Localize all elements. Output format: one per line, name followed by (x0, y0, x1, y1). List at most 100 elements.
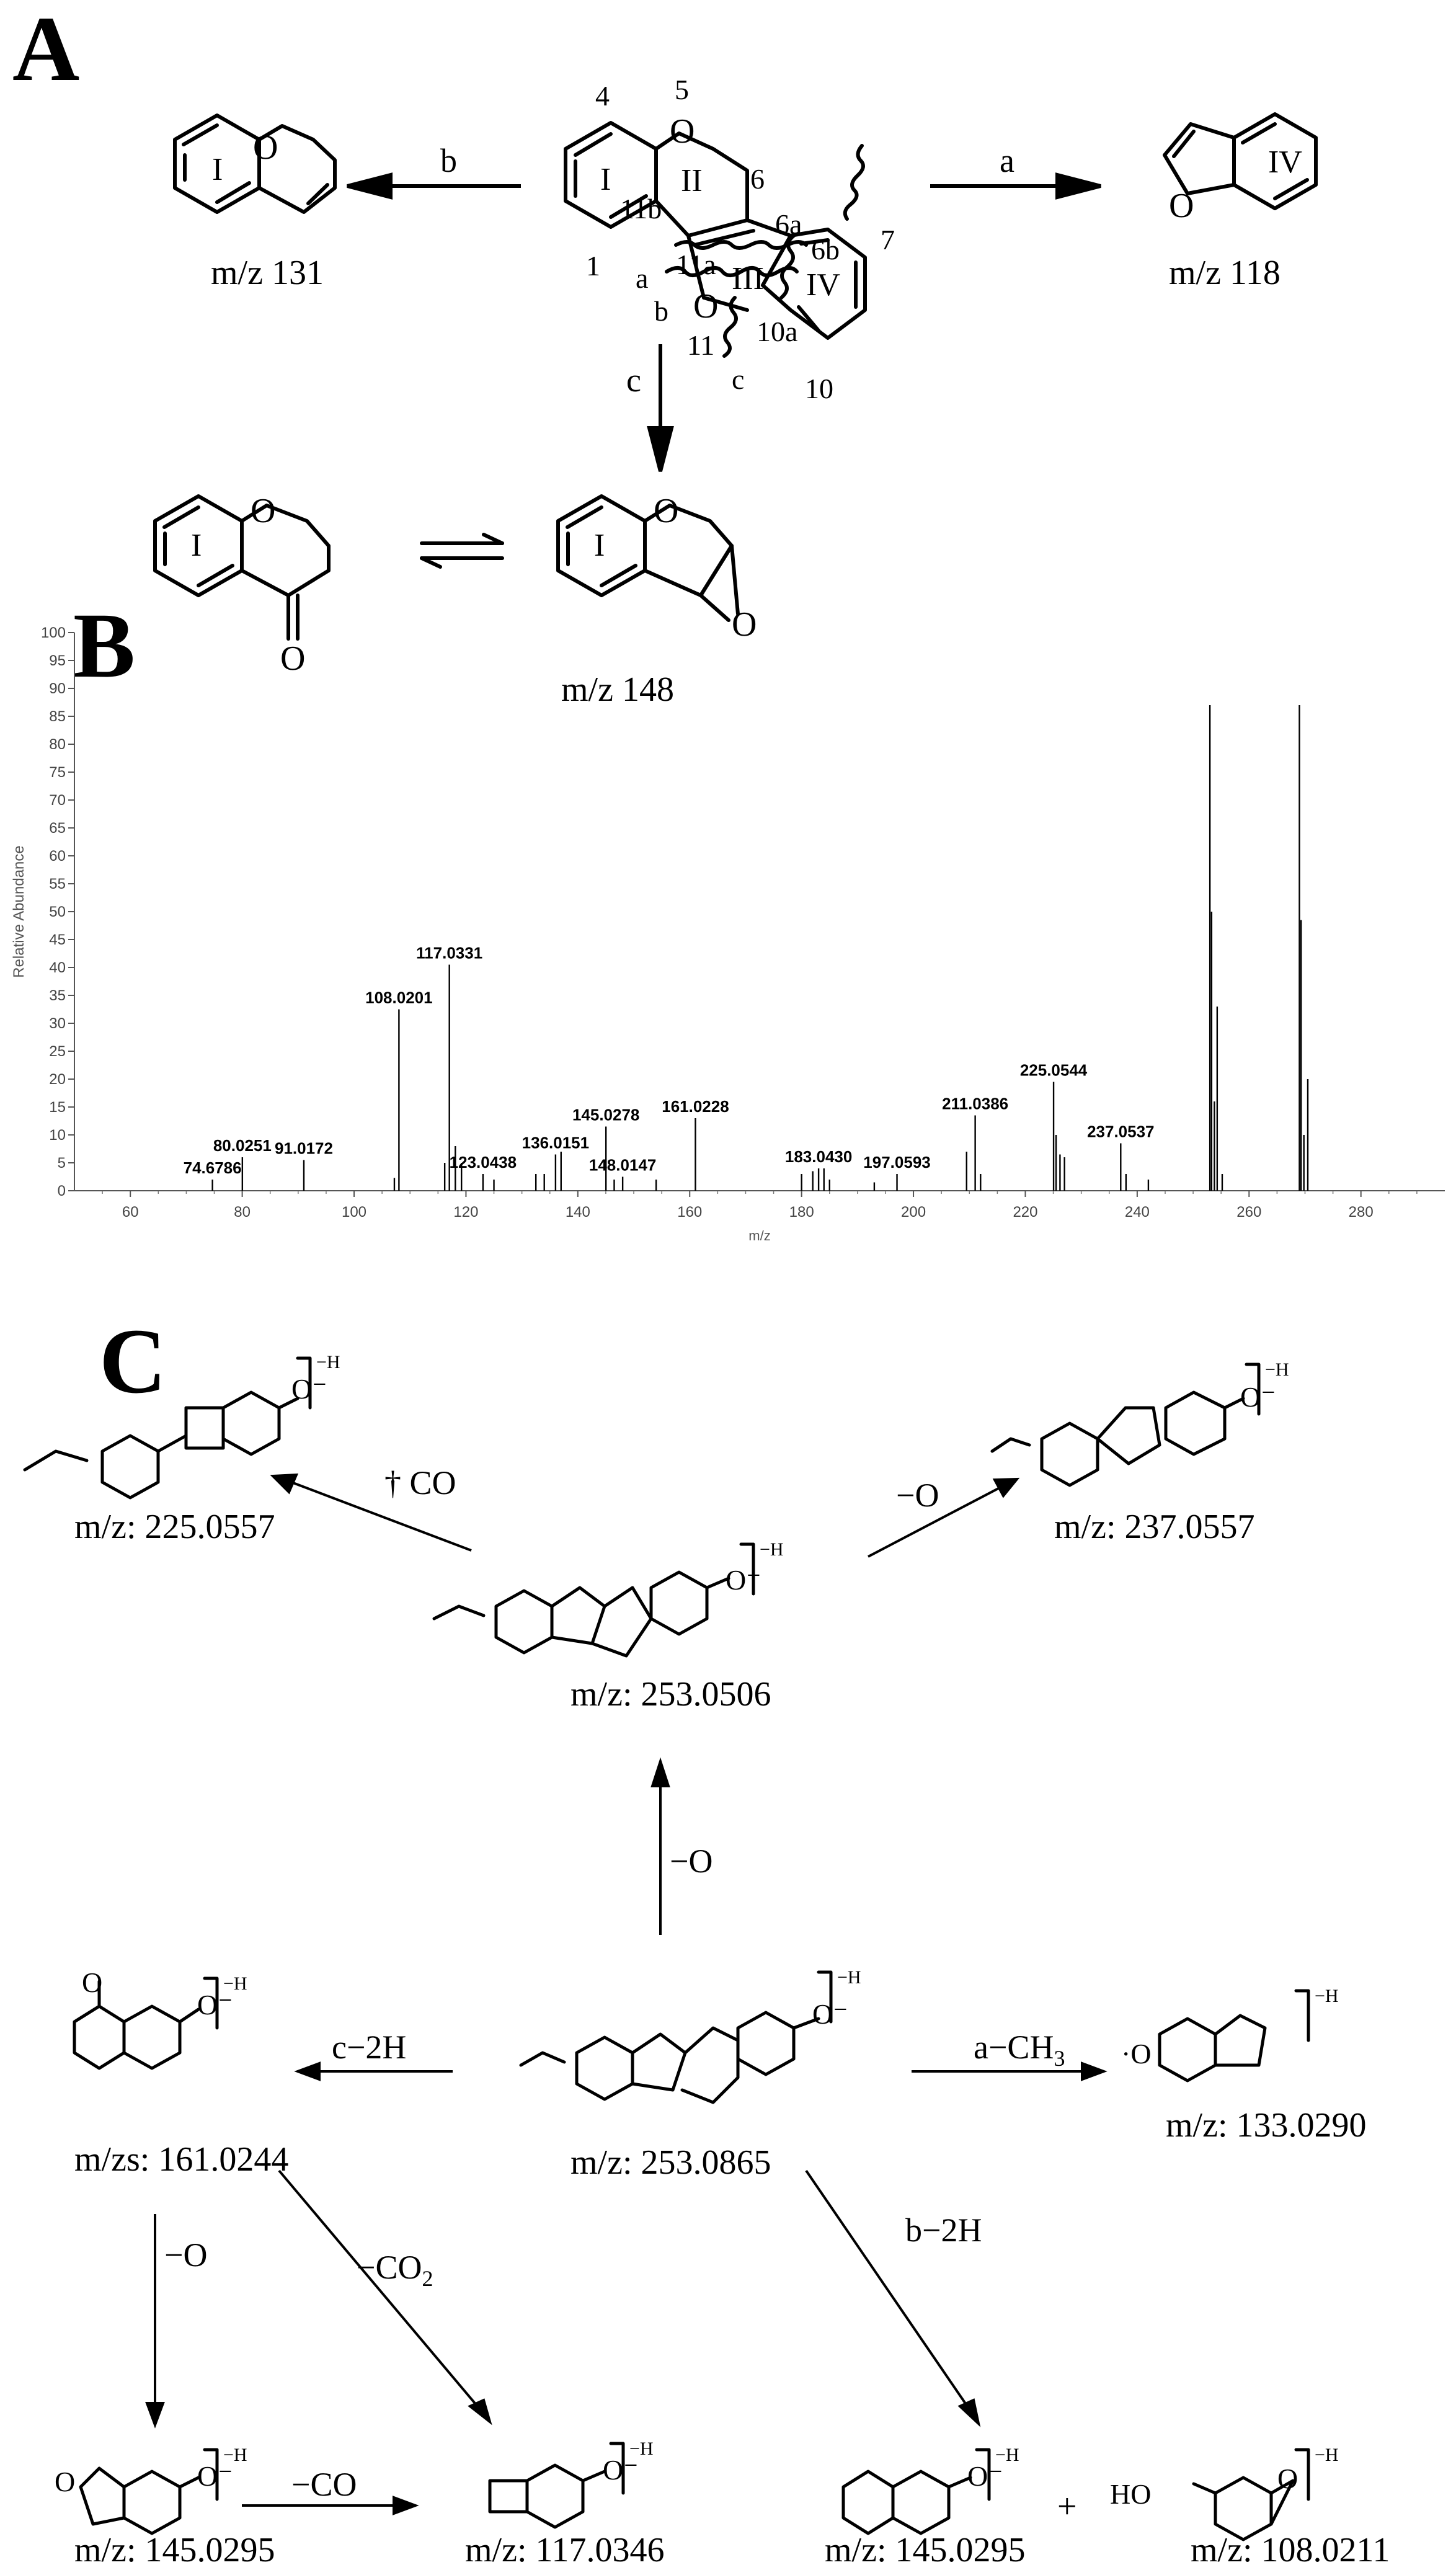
minus-h-145b: −H (995, 2445, 1019, 2465)
mz-131-label: m/z 131 (211, 254, 324, 292)
o-minus-161: O⁻ (197, 1989, 233, 2021)
benzofuran-structure (1163, 112, 1318, 210)
panel-label-c: C (99, 1310, 167, 1413)
x-tick-label: 100 (342, 1204, 366, 1221)
mz-237-label: m/z: 237.0557 (1054, 1508, 1255, 1546)
o-minus-145b: O⁻ (967, 2460, 1003, 2492)
cleavage-line-b (665, 266, 799, 277)
ring-label-IV-right: IV (1268, 145, 1302, 180)
radical-o-133: ·O (1121, 2038, 1152, 2070)
y-tick-label: 40 (49, 959, 66, 976)
y-tick-label: 50 (49, 904, 66, 920)
atom-num-6a: 6a (775, 208, 802, 240)
atom-num-7: 7 (881, 224, 895, 256)
minus-h-108: −H (1315, 2445, 1339, 2465)
x-tick-label: 240 (1125, 1204, 1150, 1221)
peak-label: 183.0430 (785, 1147, 852, 1166)
peak-label: 108.0201 (365, 989, 432, 1007)
mz-117-label: m/z: 117.0346 (465, 2531, 665, 2569)
structure-145a (79, 2466, 200, 2535)
mass-spectrum-chart: 0510152025303540455055606570758085909510… (11, 625, 1445, 1243)
x-tick-label: 200 (901, 1204, 926, 1221)
y-axis-title: Relative Abundance (11, 845, 27, 978)
x-tick-label: 180 (789, 1204, 814, 1221)
mz-161-label: m/zs: 161.0244 (74, 2140, 289, 2179)
benzofuran-oxygen: O (1169, 187, 1194, 225)
atom-num-5: 5 (675, 74, 689, 105)
y-tick-label: 90 (49, 680, 66, 697)
peak-label: 197.0593 (863, 1153, 930, 1172)
y-tick-label: 10 (49, 1127, 66, 1144)
mz-118-label: m/z 118 (1169, 254, 1281, 292)
structure-133 (1158, 2014, 1267, 2083)
mz-148-label: m/z 148 (561, 670, 674, 709)
y-tick-label: 100 (41, 625, 66, 641)
x-axis-title: m/z (748, 1228, 770, 1243)
atom-num-11a: 11a (676, 249, 716, 280)
x-tick-label: 280 (1349, 1204, 1374, 1221)
minus-h-237: −H (1265, 1359, 1289, 1380)
peak-label: 80.0251 (213, 1136, 272, 1155)
atom-num-1: 1 (586, 250, 600, 282)
o-minus-225: O⁻ (291, 1373, 327, 1405)
atom-num-4: 4 (595, 80, 610, 112)
arrow-label-c: c (626, 362, 641, 399)
structure-253a (432, 1570, 730, 1658)
epoxide-oxygen: O (732, 605, 757, 644)
minus-h-161: −H (223, 1973, 247, 1994)
mz-145a-label: m/z: 145.0295 (74, 2531, 275, 2569)
minus-h-117: −H (629, 2439, 654, 2459)
panel-c-structures (23, 1356, 1310, 2541)
ho-108: HO (1110, 2478, 1152, 2510)
skeleton-oxygen-5: O (670, 112, 695, 151)
label-c-minus-2h: c−2H (332, 2029, 407, 2066)
ring-label-I-chromanone: I (191, 528, 202, 563)
y-tick-label: 5 (58, 1155, 66, 1172)
atom-num-6: 6 (750, 163, 765, 195)
mz-253a-label: m/z: 253.0506 (570, 1675, 771, 1714)
peak-label: 74.6786 (184, 1158, 242, 1177)
ring-label-I-left: I (212, 152, 223, 187)
y-tick-label: 35 (49, 987, 66, 1004)
chromene-oxygen: O (253, 128, 278, 167)
y-tick-label: 80 (49, 736, 66, 753)
pterocarpan-skeleton (564, 121, 867, 340)
epoxide-structure (556, 494, 740, 622)
o-161-carbonyl: O (82, 1967, 103, 1998)
skeleton-oxygen-11: O (693, 287, 719, 326)
chromene-structure (173, 113, 337, 214)
ion-brackets (203, 1356, 1310, 2501)
structure-108 (1192, 2476, 1295, 2541)
peak-label: 237.0537 (1087, 1123, 1154, 1141)
chromanone-carbonyl-oxygen: O (280, 639, 306, 678)
mz-225-label: m/z: 225.0557 (74, 1508, 275, 1546)
peak-label: 161.0228 (662, 1097, 729, 1116)
structure-145b (841, 2470, 972, 2535)
plus-sign: + (1057, 2488, 1077, 2526)
structure-161 (73, 1980, 200, 2070)
panel-label-a: A (12, 0, 80, 100)
o-108-epoxide: O (1277, 2463, 1298, 2494)
o-145a-carbonyl: O (55, 2466, 76, 2497)
arrow-c-head (647, 426, 674, 472)
structure-253b (519, 2011, 820, 2104)
peak-label: 211.0386 (942, 1095, 1008, 1113)
arrow-label-b: b (440, 142, 457, 179)
cleave-label-c: c (732, 363, 745, 395)
y-tick-label: 20 (49, 1071, 66, 1088)
cleave-label-b: b (654, 295, 668, 327)
label-minus-co-bottom: −CO (291, 2466, 357, 2503)
peak-label: 148.0147 (589, 1156, 656, 1175)
peak-label: 145.0278 (572, 1106, 639, 1124)
y-tick-label: 30 (49, 1015, 66, 1032)
label-minus-o-left: −O (164, 2236, 208, 2274)
x-tick-label: 120 (453, 1204, 478, 1221)
atom-num-10a: 10a (757, 316, 798, 347)
minus-h-145a: −H (223, 2445, 247, 2465)
atom-num-11b: 11b (620, 193, 662, 225)
peak-label: 91.0172 (275, 1139, 333, 1158)
ring-label-I-epoxide: I (594, 528, 605, 563)
x-tick-label: 160 (677, 1204, 702, 1221)
atom-num-6b: 6b (811, 234, 840, 265)
y-tick-label: 45 (49, 932, 66, 948)
